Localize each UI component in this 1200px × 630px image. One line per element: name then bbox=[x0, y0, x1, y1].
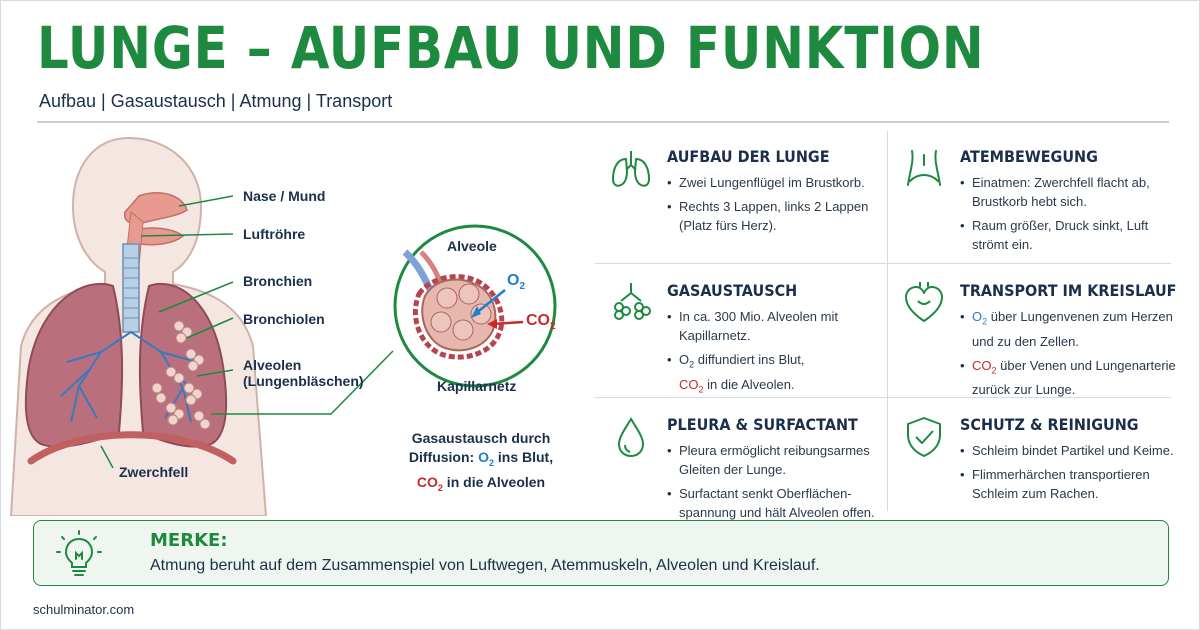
lungs-icon bbox=[612, 151, 650, 187]
panel-aufbau: AUFBAU DER LUNGE Zwei Lungenflügel im Br… bbox=[595, 129, 887, 263]
label-bronchi: Bronchien bbox=[243, 273, 313, 289]
panel-schutz-list: Schleim bindet Partikel und Keime. Flimm… bbox=[960, 441, 1187, 508]
shield-check-icon bbox=[907, 417, 941, 457]
list-item: O2 über Lungenvenen zum Herzen und zu de… bbox=[960, 307, 1187, 351]
panel-transport-title: TRANSPORT IM KREISLAUF bbox=[960, 281, 1177, 300]
panel-pleura-list: Pleura ermöglicht reibungsarmes Gleiten … bbox=[667, 441, 894, 527]
inset-label-capillary: Kapillarnetz bbox=[437, 378, 517, 394]
panel-atembewegung-list: Einatmen: Zwerchfell flacht ab, Brustkor… bbox=[960, 173, 1187, 259]
anatomy-illustration: Nase / Mund Luftröhre Bronchien Bronchio… bbox=[1, 126, 601, 517]
alveoli-cluster-icon bbox=[614, 283, 651, 320]
alveoli-clusters bbox=[151, 320, 211, 430]
merke-text: Atmung beruht auf dem Zusammenspiel von … bbox=[150, 557, 820, 574]
panel-schutz: SCHUTZ & REINIGUNG Schleim bindet Partik… bbox=[888, 397, 1178, 517]
label-nose-mouth: Nase / Mund bbox=[243, 188, 326, 204]
panel-schutz-title: SCHUTZ & REINIGUNG bbox=[960, 415, 1139, 434]
panel-pleura-title: PLEURA & SURFACTANT bbox=[667, 415, 858, 434]
label-alveoli: Alveolen (Lungenbläschen) bbox=[243, 357, 364, 389]
label-trachea: Luftröhre bbox=[243, 226, 306, 242]
list-item: Flimmerhärchen transportieren Schleim zu… bbox=[960, 465, 1187, 503]
list-item: O2 diffundiert ins Blut,CO2 in die Alveo… bbox=[667, 350, 894, 399]
merke-title: MERKE: bbox=[150, 530, 228, 551]
co2-arrow bbox=[492, 320, 524, 326]
header-divider bbox=[37, 121, 1169, 123]
panel-gasaustausch: GASAUSTAUSCH In ca. 300 Mio. Alveolen mi… bbox=[595, 263, 887, 397]
panel-aufbau-title: AUFBAU DER LUNGE bbox=[667, 147, 830, 166]
label-diaphragm: Zwerchfell bbox=[119, 464, 189, 480]
panel-atembewegung: ATEMBEWEGUNG Einatmen: Zwerchfell flacht… bbox=[888, 129, 1178, 263]
capillary-net bbox=[412, 274, 505, 360]
inset-label-o2: O2 bbox=[507, 272, 526, 293]
leader-lines bbox=[100, 195, 394, 469]
panel-gasaustausch-list: In ca. 300 Mio. Alveolen mit Kapillarnet… bbox=[667, 307, 894, 404]
caption-line2: Diffusion: O2 ins Blut, bbox=[408, 449, 554, 468]
list-item: Surfactant senkt Oberflächen-spannung un… bbox=[667, 484, 894, 522]
inset-label-alveole: Alveole bbox=[447, 238, 497, 254]
droplet-icon bbox=[617, 417, 645, 458]
list-item: Schleim bindet Partikel und Keime. bbox=[960, 441, 1187, 460]
inset-label-co2: CO2 bbox=[526, 312, 556, 333]
page-title: LUNGE – AUFBAU UND FUNKTION bbox=[37, 14, 985, 82]
page-subtitle: Aufbau | Gasaustausch | Atmung | Transpo… bbox=[39, 91, 393, 111]
torso-diaphragm-icon bbox=[907, 150, 941, 186]
o2-arrow bbox=[474, 289, 506, 315]
list-item: Raum größer, Druck sinkt, Luft strömt ei… bbox=[960, 216, 1187, 254]
nasal-cavity bbox=[123, 192, 188, 225]
label-alveoli-line2: (Lungenbläschen) bbox=[243, 373, 364, 389]
heart-icon bbox=[905, 282, 943, 322]
diffusion-caption: Gasaustausch durch Diffusion: O2 ins Blu… bbox=[405, 429, 557, 498]
list-item: Einatmen: Zwerchfell flacht ab, Brustkor… bbox=[960, 173, 1187, 211]
list-item: Rechts 3 Lappen, links 2 Lappen (Platz f… bbox=[667, 197, 894, 235]
label-bronchioles: Bronchiolen bbox=[243, 311, 325, 327]
caption-line3: CO2 in die Alveolen bbox=[416, 473, 546, 493]
list-item: In ca. 300 Mio. Alveolen mit Kapillarnet… bbox=[667, 307, 894, 345]
panel-atembewegung-title: ATEMBEWEGUNG bbox=[960, 147, 1098, 166]
panel-transport-list: O2 über Lungenvenen zum Herzen und zu de… bbox=[960, 307, 1187, 404]
diaphragm bbox=[27, 431, 237, 465]
caption-line1: Gasaustausch durch bbox=[411, 430, 551, 446]
merke-box: MERKE: Atmung beruht auf dem Zusammenspi… bbox=[33, 520, 1169, 586]
trachea-rings bbox=[123, 257, 139, 319]
right-lung bbox=[24, 282, 124, 448]
footer-site: schulminator.com bbox=[33, 602, 135, 617]
panel-row-divider-1 bbox=[595, 263, 1171, 264]
label-alveoli-line1: Alveolen bbox=[243, 357, 302, 373]
lightbulb-icon bbox=[56, 530, 102, 576]
list-item: Pleura ermöglicht reibungsarmes Gleiten … bbox=[667, 441, 894, 479]
list-item: Zwei Lungenflügel im Brustkorb. bbox=[667, 173, 894, 192]
oral-cavity bbox=[133, 227, 185, 246]
left-lung bbox=[138, 282, 228, 448]
list-item: CO2 über Venen und Lungenarterie zurück … bbox=[960, 356, 1187, 400]
panel-aufbau-list: Zwei Lungenflügel im Brustkorb. Rechts 3… bbox=[667, 173, 894, 240]
panel-pleura: PLEURA & SURFACTANT Pleura ermöglicht re… bbox=[595, 397, 887, 520]
panel-gasaustausch-title: GASAUSTAUSCH bbox=[667, 281, 798, 300]
panel-transport: TRANSPORT IM KREISLAUF O2 über Lungenven… bbox=[888, 263, 1178, 397]
respiratory-system-diagram bbox=[9, 136, 557, 517]
